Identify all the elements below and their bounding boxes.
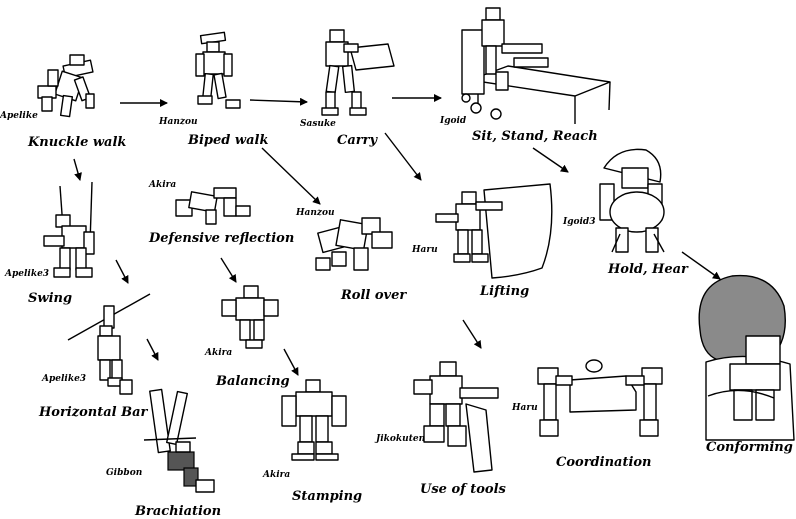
robot-apelike3-swing (43, 181, 95, 278)
robot-name-hanzou-walk: Hanzou (159, 117, 198, 127)
arrow-biped-to-carry (249, 97, 308, 106)
robot-name-haru-coord: Haru (512, 403, 538, 413)
robot-gibbon-brachiation (143, 388, 215, 493)
robot-akira-stamping (281, 379, 347, 461)
robot-akira-defensive (175, 187, 251, 225)
transition-arrows (73, 94, 721, 376)
label-hold-hear: Hold, Hear (608, 262, 688, 277)
robot-apelike-knuckle-walk (37, 54, 95, 118)
label-roll-over: Roll over (341, 288, 407, 303)
label-lifting: Lifting (480, 284, 530, 299)
label-biped-walk: Biped walk (188, 133, 269, 148)
arrow-biped-to-rollover (261, 147, 321, 205)
robot-haru-lifting (435, 183, 553, 279)
robot-name-apelike3-swing: Apelike3 (5, 269, 50, 279)
label-horizontal-bar: Horizontal Bar (39, 405, 148, 420)
robot-haru-coordination (537, 359, 663, 437)
label-carry: Carry (337, 133, 378, 148)
child-hugging-robot (698, 274, 795, 441)
label-stamping: Stamping (292, 489, 363, 504)
robot-apelike3-horizontal-bar (67, 293, 151, 395)
robot-name-akira-stamp: Akira (263, 470, 291, 480)
robot-igoid-sit-reach (461, 7, 611, 124)
arrow-carry-to-lifting (384, 132, 422, 181)
robot-name-jikokuten: Jikokuten (376, 434, 426, 444)
label-conforming: Conforming (706, 440, 793, 455)
robot-name-akira-defense: Akira (149, 180, 177, 190)
robot-jikokuten-tools (413, 361, 499, 473)
robot-akira-balancing (221, 285, 279, 349)
robot-name-haru-lift: Haru (412, 245, 438, 255)
robot-name-igoid3: Igoid3 (563, 217, 596, 227)
robot-name-igoid: Igoid (440, 116, 467, 126)
label-defensive-reflection: Defensive reflection (149, 231, 295, 246)
label-brachiation: Brachiation (135, 504, 222, 519)
arrow-knuckle-to-swing (73, 158, 82, 181)
robot-name-apelike3-bar: Apelike3 (42, 374, 87, 384)
label-knuckle-walk: Knuckle walk (28, 135, 127, 150)
robot-hanzou-biped-walk (195, 31, 241, 109)
arrow-hold-to-conform (681, 251, 721, 280)
label-swing: Swing (28, 291, 73, 306)
robot-sasuke-carry (321, 29, 395, 116)
arrow-bar-to-brachiation (146, 338, 159, 361)
arrow-defense-to-balance (220, 257, 237, 283)
robot-name-akira-balance: Akira (205, 348, 233, 358)
label-use-of-tools: Use of tools (420, 482, 506, 497)
robot-hanzou-rollover (315, 217, 393, 271)
arrow-lifting-to-tools (462, 319, 482, 349)
robot-name-gibbon: Gibbon (106, 468, 143, 478)
robot-name-sasuke: Sasuke (300, 119, 336, 129)
arrow-sit-to-hold (532, 147, 569, 173)
robot-igoid3-hold (599, 148, 665, 253)
label-sit-stand-reach: Sit, Stand, Reach (472, 129, 598, 144)
arrow-balance-to-stamp (283, 348, 299, 376)
label-coordination: Coordination (556, 455, 652, 470)
robot-name-apelike: Apelike (0, 111, 38, 121)
arrow-swing-to-bar (115, 259, 129, 284)
robot-name-hanzou-roll: Hanzou (296, 208, 335, 218)
label-balancing: Balancing (216, 374, 290, 389)
